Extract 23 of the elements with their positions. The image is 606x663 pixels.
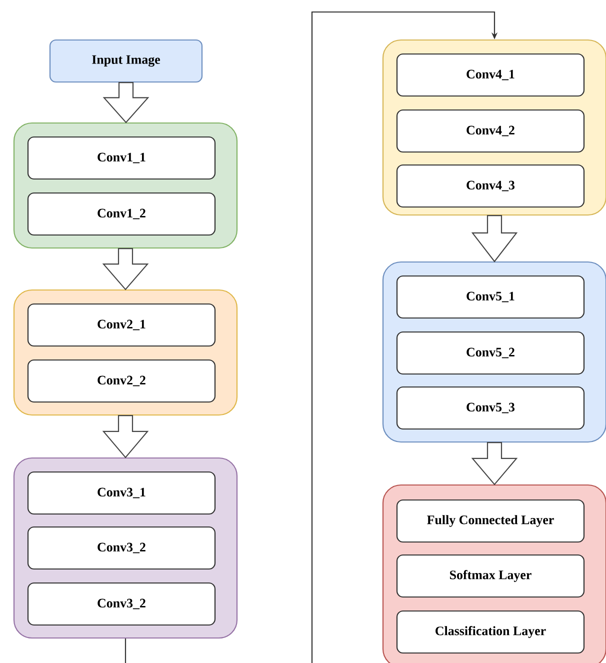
layer-box: Conv4_1 [396, 53, 585, 97]
arrow [124, 11, 498, 663]
layer-box: Conv3_2 [27, 582, 216, 626]
block-arrow [471, 215, 518, 262]
layer-box: Conv4_3 [396, 164, 585, 208]
layer-box: Classification Layer [396, 610, 585, 654]
layer-box: Conv1_1 [27, 136, 216, 180]
layer-box: Conv2_2 [27, 359, 216, 403]
layer-box: Conv4_2 [396, 109, 585, 153]
layer-box: Conv3_2 [27, 526, 216, 570]
layer-box: Conv3_1 [27, 471, 216, 515]
layer-box: Conv5_2 [396, 331, 585, 375]
layer-box: Conv1_2 [27, 192, 216, 236]
block-arrow [471, 442, 518, 486]
layer-box: Softmax Layer [396, 554, 585, 598]
input-box: Input Image [49, 39, 203, 83]
block-arrow [102, 82, 150, 124]
layer-box: Conv5_3 [396, 386, 585, 430]
layer-box: Fully Connected Layer [396, 499, 585, 543]
block-arrow [102, 415, 149, 458]
layer-box: Conv5_1 [396, 275, 585, 319]
layer-box: Conv2_1 [27, 303, 216, 347]
block-arrow [102, 248, 149, 290]
